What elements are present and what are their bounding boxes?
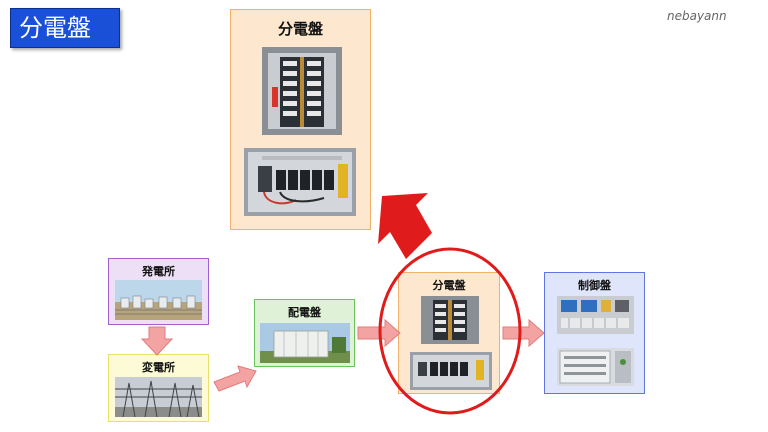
control-panel-photo-relays <box>557 296 634 334</box>
control-panel-photo-cabinet <box>557 348 634 386</box>
panel-board-small-photo-wiring <box>410 352 492 390</box>
distribution-board-label: 配電盤 <box>288 306 321 319</box>
author-watermark: nebayann <box>667 9 727 23</box>
arrow-zoom-to-main-panel <box>378 193 432 259</box>
arrow-distribution-to-panel <box>357 318 401 348</box>
slide-title: 分電盤 <box>10 8 120 48</box>
panel-board-label: 分電盤 <box>432 279 466 292</box>
control-panel-label: 制御盤 <box>578 279 611 292</box>
arrow-panel-to-control <box>502 318 545 348</box>
power-plant-label: 発電所 <box>142 265 175 278</box>
panel-board-photo-breakers <box>262 47 342 135</box>
arrow-substation-to-distribution <box>213 365 257 392</box>
substation-photo <box>115 377 202 417</box>
main-panel-label: 分電盤 <box>277 20 323 38</box>
power-plant-photo <box>115 280 202 320</box>
arrow-plant-to-substation <box>140 326 174 356</box>
panel-board-photo-wiring <box>244 148 356 216</box>
substation-label: 変電所 <box>142 361 175 374</box>
distribution-board-photo <box>260 323 350 363</box>
panel-board-small-photo-breakers <box>421 296 479 344</box>
